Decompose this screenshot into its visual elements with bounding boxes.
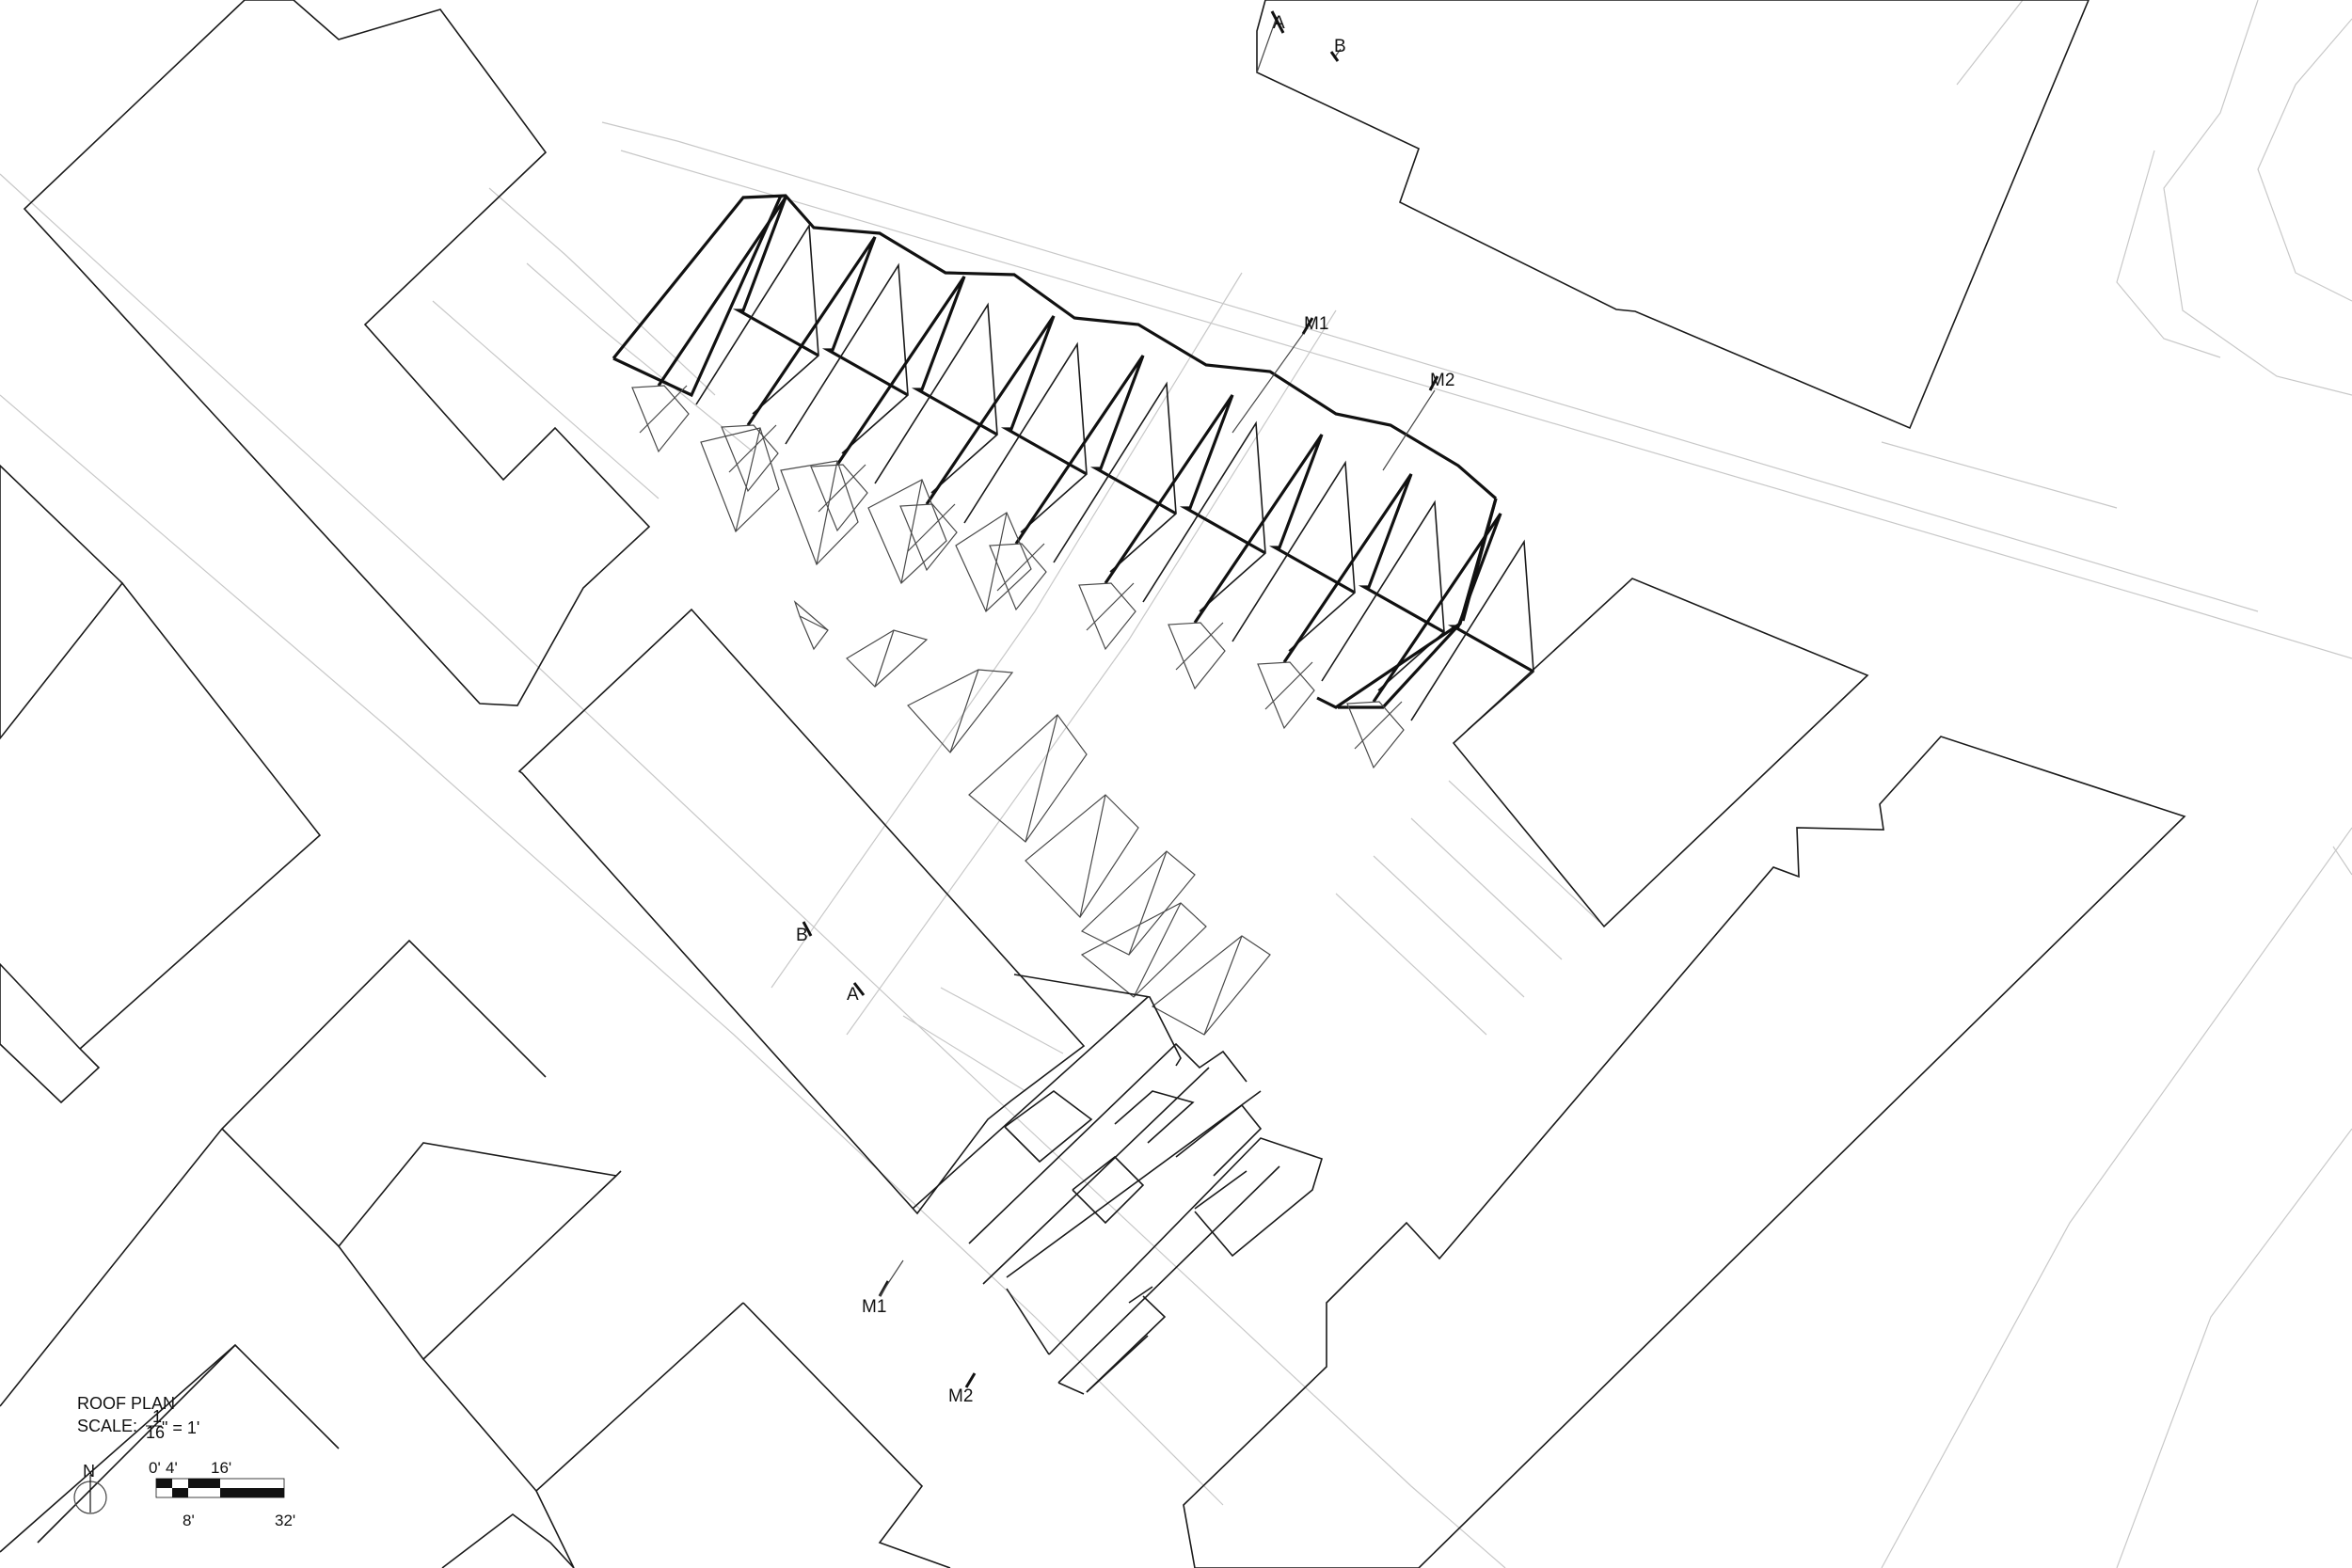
shade-panel: [1257, 661, 1315, 730]
shade-panel-lower-diagonal: [949, 669, 979, 753]
shade-panel-lower: [793, 600, 829, 651]
roof-fold-edge: [785, 262, 909, 454]
section-mark-A-top: A: [1273, 13, 1285, 33]
shade-panel-lower: [968, 714, 1088, 843]
building-top-left: [23, 0, 651, 706]
shade-panel-lower-diagonal: [1203, 935, 1243, 1036]
shade-panel-lower: [1025, 794, 1139, 918]
shade-panel: [631, 385, 690, 453]
shade-panel-lower-diagonal: [874, 629, 895, 688]
shade-panel-lower-diagonal: [1128, 850, 1168, 956]
roof-fold: [835, 276, 998, 466]
scale-label-4: 4': [166, 1459, 178, 1477]
shade-panel-lower: [700, 427, 780, 533]
shade-panel-diagonal: [1264, 661, 1313, 710]
title-block: ROOF PLAN SCALE: 1 16 " = 1': [77, 1394, 199, 1442]
shade-panel: [810, 464, 868, 532]
scale-label-8: 8': [183, 1512, 195, 1529]
roof-fold: [1193, 434, 1356, 624]
roof-fold: [657, 197, 819, 387]
shade-panels: [631, 385, 1405, 1036]
shade-panel-diagonal: [728, 424, 777, 473]
roof-fold-edge: [1410, 539, 1534, 731]
shade-panel-diagonal: [639, 385, 688, 434]
shade-panel-lower-diagonal: [1133, 902, 1182, 998]
lower-blocks: [912, 974, 1323, 1395]
shade-panel-diagonal: [818, 464, 866, 513]
shade-panel: [989, 543, 1047, 611]
roof-fold-edge: [1232, 460, 1356, 652]
shade-panel-lower: [955, 512, 1032, 613]
shade-panel: [1346, 701, 1405, 769]
scale-bar: 0' 4' 16' 8' 32': [149, 1459, 295, 1529]
scale-suffix: " = 1': [162, 1418, 199, 1437]
roof-fold-edge: [1142, 420, 1266, 612]
roof-fold-edge: [1053, 381, 1177, 573]
shade-panel-lower: [1080, 902, 1207, 998]
scale-numerator: 1: [152, 1407, 162, 1426]
shade-panel: [1168, 622, 1226, 690]
north-arrow: N: [73, 1462, 107, 1514]
scale-label-16: 16': [211, 1459, 231, 1477]
section-mark-M2-top: M2: [1430, 371, 1454, 390]
shade-panel-lower: [1080, 850, 1196, 956]
shade-panel-lower: [1151, 935, 1271, 1036]
shade-panel-lower-diagonal: [1025, 714, 1058, 843]
scale-denominator: 16: [146, 1423, 165, 1442]
zigzag-roof: [612, 194, 1534, 731]
scale-label-32: 32': [275, 1512, 295, 1529]
shade-panel-lower-diagonal: [799, 615, 829, 631]
scale-prefix: SCALE:: [77, 1417, 137, 1435]
roof-fold-edge: [695, 223, 819, 415]
roof-fold: [1104, 394, 1266, 584]
shade-panel-lower-diagonal: [985, 512, 1008, 612]
building-left-middle: [0, 464, 124, 740]
scale-label-0: 0': [149, 1459, 161, 1477]
section-mark-B-top: B: [1334, 37, 1346, 56]
drawing-title: ROOF PLAN: [77, 1394, 175, 1413]
shade-panel-lower-diagonal: [900, 479, 923, 584]
section-mark-B-bottom: B: [796, 926, 808, 945]
building-middle-long: [517, 608, 1086, 1215]
shade-panel-lower: [867, 479, 947, 585]
roof-fold: [925, 315, 1088, 505]
shade-panel-lower: [846, 629, 929, 688]
shade-panel: [899, 503, 958, 572]
shade-panel-lower: [907, 669, 1014, 753]
shade-panel: [1078, 582, 1136, 651]
shade-panel-diagonal: [907, 503, 956, 552]
building-top-right: [1256, 0, 2090, 430]
north-label: N: [83, 1462, 95, 1481]
building-left-lower: [0, 962, 101, 1104]
shade-panel-diagonal: [996, 543, 1045, 592]
roof-fold: [1014, 355, 1177, 545]
context-buildings: [0, 0, 2186, 1568]
section-mark-A-bottom: A: [847, 985, 859, 1005]
shade-panel: [721, 424, 779, 493]
shade-panel-diagonal: [1354, 701, 1403, 750]
shade-panel-lower-diagonal: [1079, 794, 1106, 918]
roof-fold-edge: [963, 341, 1088, 533]
shade-panel-lower-diagonal: [735, 427, 761, 532]
section-mark-M2-bottom: M2: [948, 1386, 973, 1406]
shade-panel-lower: [780, 460, 859, 566]
section-marks: A B B A M1 M2 M1 M2: [796, 10, 1454, 1406]
shade-panel-lower-diagonal: [816, 460, 838, 565]
shade-panel-diagonal: [1086, 582, 1135, 631]
section-mark-M1-top: M1: [1304, 314, 1328, 334]
roof-fold: [1282, 473, 1445, 663]
building-far-right: [1183, 736, 2186, 1568]
roof-fold: [746, 236, 909, 426]
shade-panel-diagonal: [1175, 622, 1224, 671]
roof-fold-edge: [1321, 499, 1445, 691]
section-mark-M1-bottom: M1: [862, 1297, 886, 1317]
building-right-square: [1452, 578, 1869, 928]
roof-fold-edge: [874, 302, 998, 494]
